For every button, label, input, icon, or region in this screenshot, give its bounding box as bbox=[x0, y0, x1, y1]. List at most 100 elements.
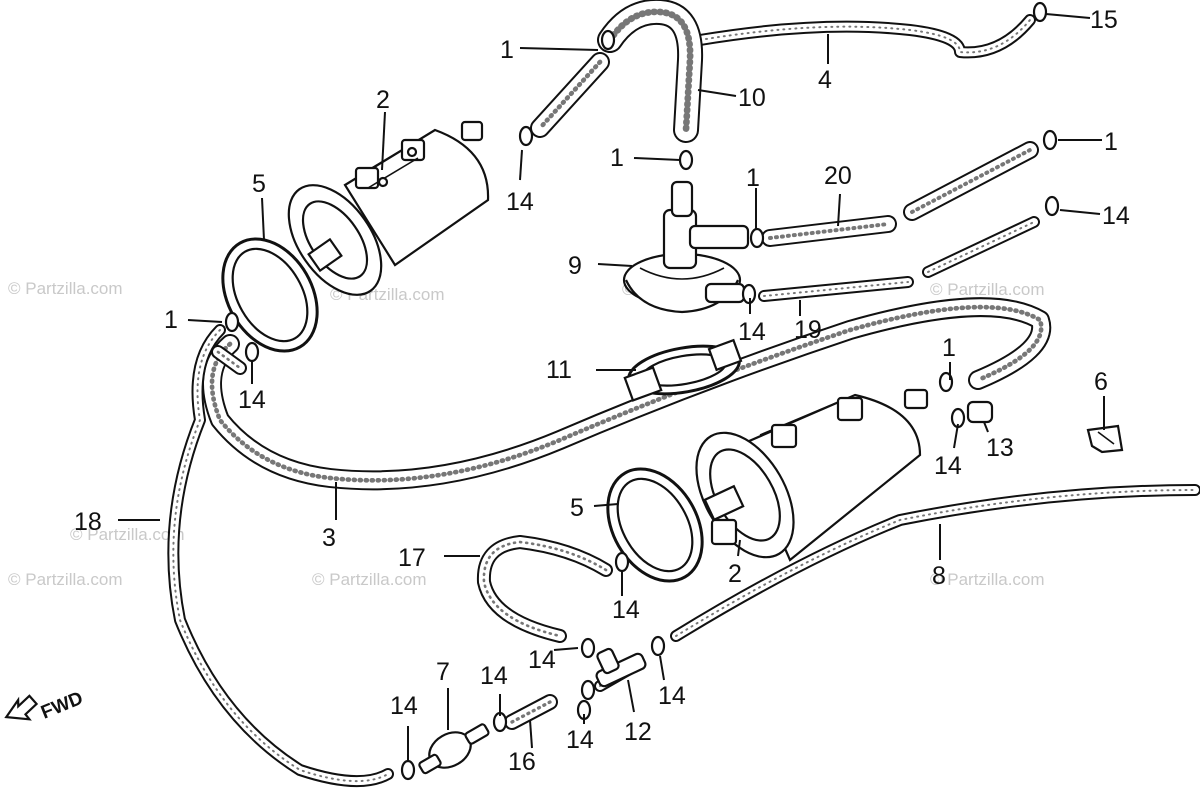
callout-14: 14 bbox=[658, 682, 686, 710]
canister-upper bbox=[287, 120, 490, 296]
callouts: 1 15 4 10 2 14 1 1 1 20 14 5 9 14 19 1 1… bbox=[74, 6, 1130, 776]
bracket bbox=[1086, 424, 1124, 454]
callout-5: 5 bbox=[252, 170, 266, 198]
callout-6: 6 bbox=[1094, 368, 1108, 396]
leader-line bbox=[519, 47, 599, 51]
callout-16: 16 bbox=[508, 748, 536, 776]
callout-14: 14 bbox=[1102, 202, 1130, 230]
hose-clip bbox=[580, 637, 596, 659]
callout-1: 1 bbox=[610, 144, 624, 172]
callout-14: 14 bbox=[612, 596, 640, 624]
callout-5: 5 bbox=[570, 494, 584, 522]
leader-line bbox=[1045, 13, 1091, 19]
t-joint bbox=[595, 647, 647, 688]
leader-line bbox=[597, 263, 633, 267]
callout-14: 14 bbox=[238, 386, 266, 414]
callout-14: 14 bbox=[390, 692, 418, 720]
leader-line bbox=[553, 647, 579, 651]
hose-clip bbox=[224, 311, 240, 333]
hose-8 bbox=[670, 484, 1200, 642]
callout-11: 11 bbox=[546, 356, 572, 384]
callout-1: 1 bbox=[500, 36, 514, 64]
hose-16 bbox=[504, 694, 558, 730]
callout-15: 15 bbox=[1090, 6, 1118, 34]
callout-7: 7 bbox=[436, 658, 450, 686]
callout-14: 14 bbox=[480, 662, 508, 690]
watermark: © Partzilla.com bbox=[930, 280, 1045, 299]
leader-line bbox=[737, 539, 741, 557]
hoses bbox=[167, 0, 1200, 788]
hose-19 bbox=[758, 276, 914, 302]
hose-4 bbox=[694, 14, 1036, 59]
fuel-tap bbox=[622, 180, 750, 314]
leader-line bbox=[519, 149, 523, 181]
leader-line bbox=[261, 197, 265, 241]
leader-line bbox=[633, 157, 681, 161]
callout-1: 1 bbox=[1104, 128, 1118, 156]
hose-clip bbox=[1032, 1, 1048, 23]
callout-2: 2 bbox=[376, 86, 390, 114]
callout-13: 13 bbox=[986, 434, 1014, 462]
hose-clip bbox=[614, 551, 630, 573]
hose-clip bbox=[580, 679, 596, 701]
hose-clip bbox=[1042, 129, 1058, 151]
hose-10 bbox=[597, 0, 704, 143]
hose-20 bbox=[761, 215, 897, 247]
leader-line bbox=[659, 655, 665, 681]
callout-3: 3 bbox=[322, 524, 336, 552]
callout-14: 14 bbox=[528, 646, 556, 674]
hose-clip bbox=[400, 759, 416, 781]
leader-line bbox=[697, 89, 737, 97]
callout-4: 4 bbox=[818, 66, 832, 94]
watermark: © Partzilla.com bbox=[8, 570, 123, 589]
watermark: © Partzilla.com bbox=[930, 570, 1045, 589]
watermark: © Partzilla.com bbox=[8, 279, 123, 298]
watermark: © Partzilla.com bbox=[70, 525, 185, 544]
hose-clip bbox=[1044, 195, 1060, 217]
hose-short-upper bbox=[530, 52, 610, 138]
leader-lines bbox=[118, 13, 1105, 762]
callout-14: 14 bbox=[934, 452, 962, 480]
leader-line bbox=[953, 423, 959, 449]
callout-10: 10 bbox=[738, 84, 766, 112]
callout-14: 14 bbox=[738, 318, 766, 346]
fwd-label: FWD bbox=[38, 688, 86, 724]
callout-14: 14 bbox=[506, 188, 534, 216]
hose-19-continued bbox=[922, 216, 1040, 278]
callout-1: 1 bbox=[746, 164, 760, 192]
callout-17: 17 bbox=[398, 544, 426, 572]
hose-clip bbox=[518, 125, 534, 147]
hose-18 bbox=[167, 324, 394, 788]
callout-14: 14 bbox=[566, 726, 594, 754]
cap bbox=[966, 400, 994, 424]
fwd-arrow: FWD bbox=[4, 688, 86, 724]
callout-18: 18 bbox=[74, 508, 102, 536]
leader-line bbox=[593, 503, 619, 507]
callout-2: 2 bbox=[728, 560, 742, 588]
callout-19: 19 bbox=[794, 316, 822, 344]
hose-clips bbox=[224, 1, 1060, 781]
fuel-filter bbox=[418, 723, 490, 775]
watermark: © Partzilla.com bbox=[312, 0, 427, 4]
hose-20-continued bbox=[903, 141, 1039, 221]
callout-1: 1 bbox=[942, 334, 956, 362]
leader-line bbox=[627, 679, 635, 713]
leader-line bbox=[837, 193, 841, 227]
callout-1: 1 bbox=[164, 306, 178, 334]
clamp-band bbox=[623, 338, 743, 402]
hose-clip bbox=[600, 29, 616, 51]
watermarks: © Partzilla.com © Partzilla.com © Partzi… bbox=[8, 0, 1045, 589]
hose-3 bbox=[202, 297, 1052, 491]
leader-line bbox=[983, 421, 989, 433]
leader-line bbox=[529, 719, 533, 749]
hose-clip bbox=[749, 227, 765, 249]
hose-short-left bbox=[211, 345, 247, 375]
hose-clip bbox=[678, 149, 694, 171]
watermark: © Partzilla.com bbox=[312, 570, 427, 589]
leader-line bbox=[1059, 209, 1101, 215]
callout-12: 12 bbox=[624, 718, 652, 746]
hose-clip bbox=[244, 341, 260, 363]
seal-ring-upper bbox=[221, 237, 319, 353]
